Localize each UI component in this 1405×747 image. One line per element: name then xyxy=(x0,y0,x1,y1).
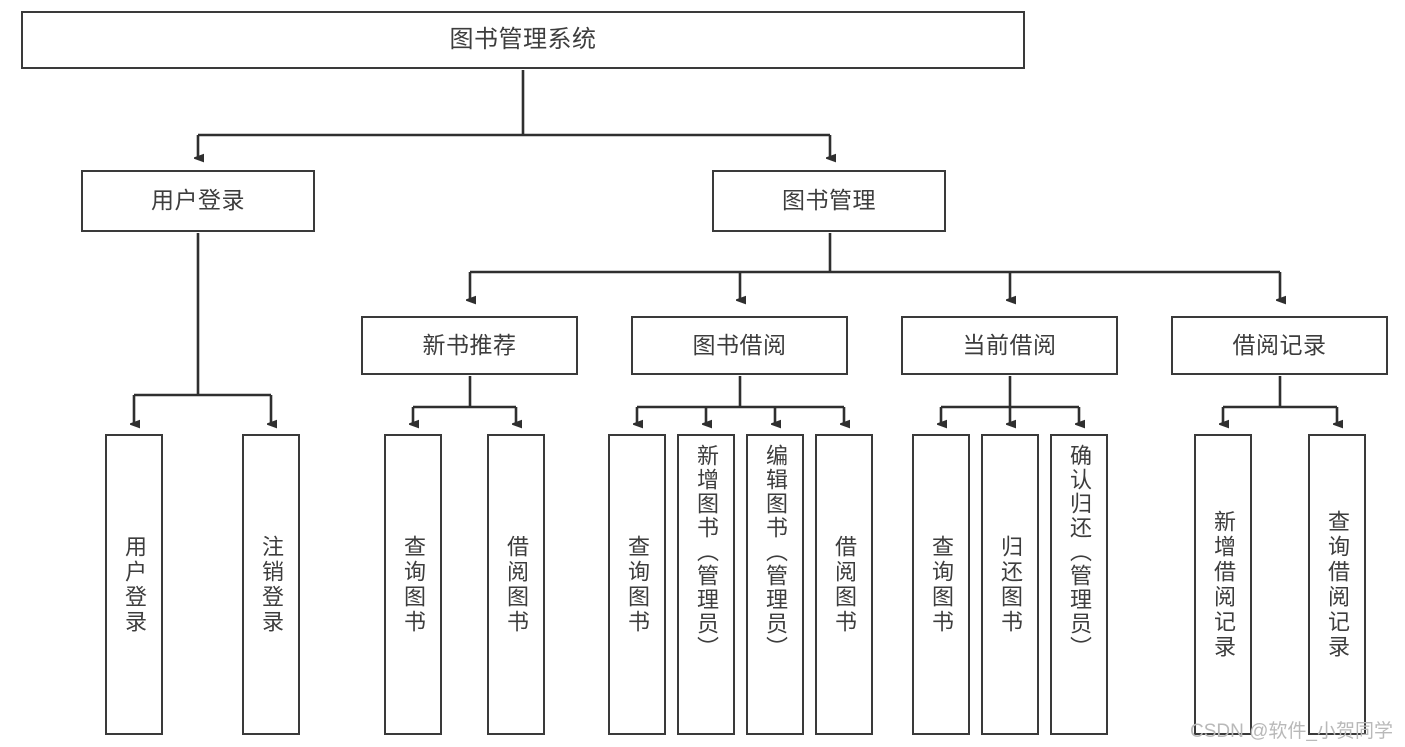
node-borrow-record[interactable]: 借阅记录 xyxy=(1171,316,1388,375)
node-label: 归还图书 xyxy=(997,534,1023,635)
leaf-recommend-query-book[interactable]: 查询图书 xyxy=(384,434,442,735)
node-label: 图书管理系统 xyxy=(449,25,597,53)
leaf-recommend-borrow-book[interactable]: 借阅图书 xyxy=(487,434,545,735)
leaf-borrow-edit-book-admin[interactable]: 编辑图书（管理员） xyxy=(746,434,804,735)
node-label: 查询图书 xyxy=(928,534,954,635)
node-label: 借阅记录 xyxy=(1232,331,1327,358)
node-label: 借阅图书 xyxy=(503,534,529,635)
node-label: 新增借阅记录 xyxy=(1210,509,1236,660)
node-label: 编辑图书（管理员） xyxy=(762,444,788,660)
node-label: 借阅图书 xyxy=(831,534,857,635)
node-label: 图书管理 xyxy=(782,187,876,214)
leaf-current-return-book[interactable]: 归还图书 xyxy=(981,434,1039,735)
node-label: 查询图书 xyxy=(624,534,650,635)
node-user-login[interactable]: 用户登录 xyxy=(81,170,315,232)
leaf-borrow-borrow-book[interactable]: 借阅图书 xyxy=(815,434,873,735)
leaf-current-confirm-return-admin[interactable]: 确认归还（管理员） xyxy=(1050,434,1108,735)
node-label: 新增图书（管理员） xyxy=(693,444,719,660)
node-book-management[interactable]: 图书管理 xyxy=(712,170,946,232)
leaf-record-add-borrow-record[interactable]: 新增借阅记录 xyxy=(1194,434,1252,735)
node-label: 查询图书 xyxy=(400,534,426,635)
node-label: 图书借阅 xyxy=(692,331,787,358)
node-current-borrow[interactable]: 当前借阅 xyxy=(901,316,1118,375)
node-label: 用户登录 xyxy=(121,534,147,635)
node-root-book-management-system[interactable]: 图书管理系统 xyxy=(21,11,1025,69)
leaf-user-login-login[interactable]: 用户登录 xyxy=(105,434,163,735)
node-label: 用户登录 xyxy=(151,187,245,214)
node-label: 注销登录 xyxy=(258,534,284,635)
leaf-borrow-query-book[interactable]: 查询图书 xyxy=(608,434,666,735)
leaf-user-login-logout[interactable]: 注销登录 xyxy=(242,434,300,735)
leaf-record-query-borrow-record[interactable]: 查询借阅记录 xyxy=(1308,434,1366,735)
leaf-current-query-book[interactable]: 查询图书 xyxy=(912,434,970,735)
node-new-book-recommend[interactable]: 新书推荐 xyxy=(361,316,578,375)
node-label: 当前借阅 xyxy=(962,331,1057,358)
node-book-borrow[interactable]: 图书借阅 xyxy=(631,316,848,375)
node-label: 查询借阅记录 xyxy=(1324,509,1350,660)
leaf-borrow-add-book-admin[interactable]: 新增图书（管理员） xyxy=(677,434,735,735)
node-label: 新书推荐 xyxy=(422,331,517,358)
node-label: 确认归还（管理员） xyxy=(1066,444,1092,660)
